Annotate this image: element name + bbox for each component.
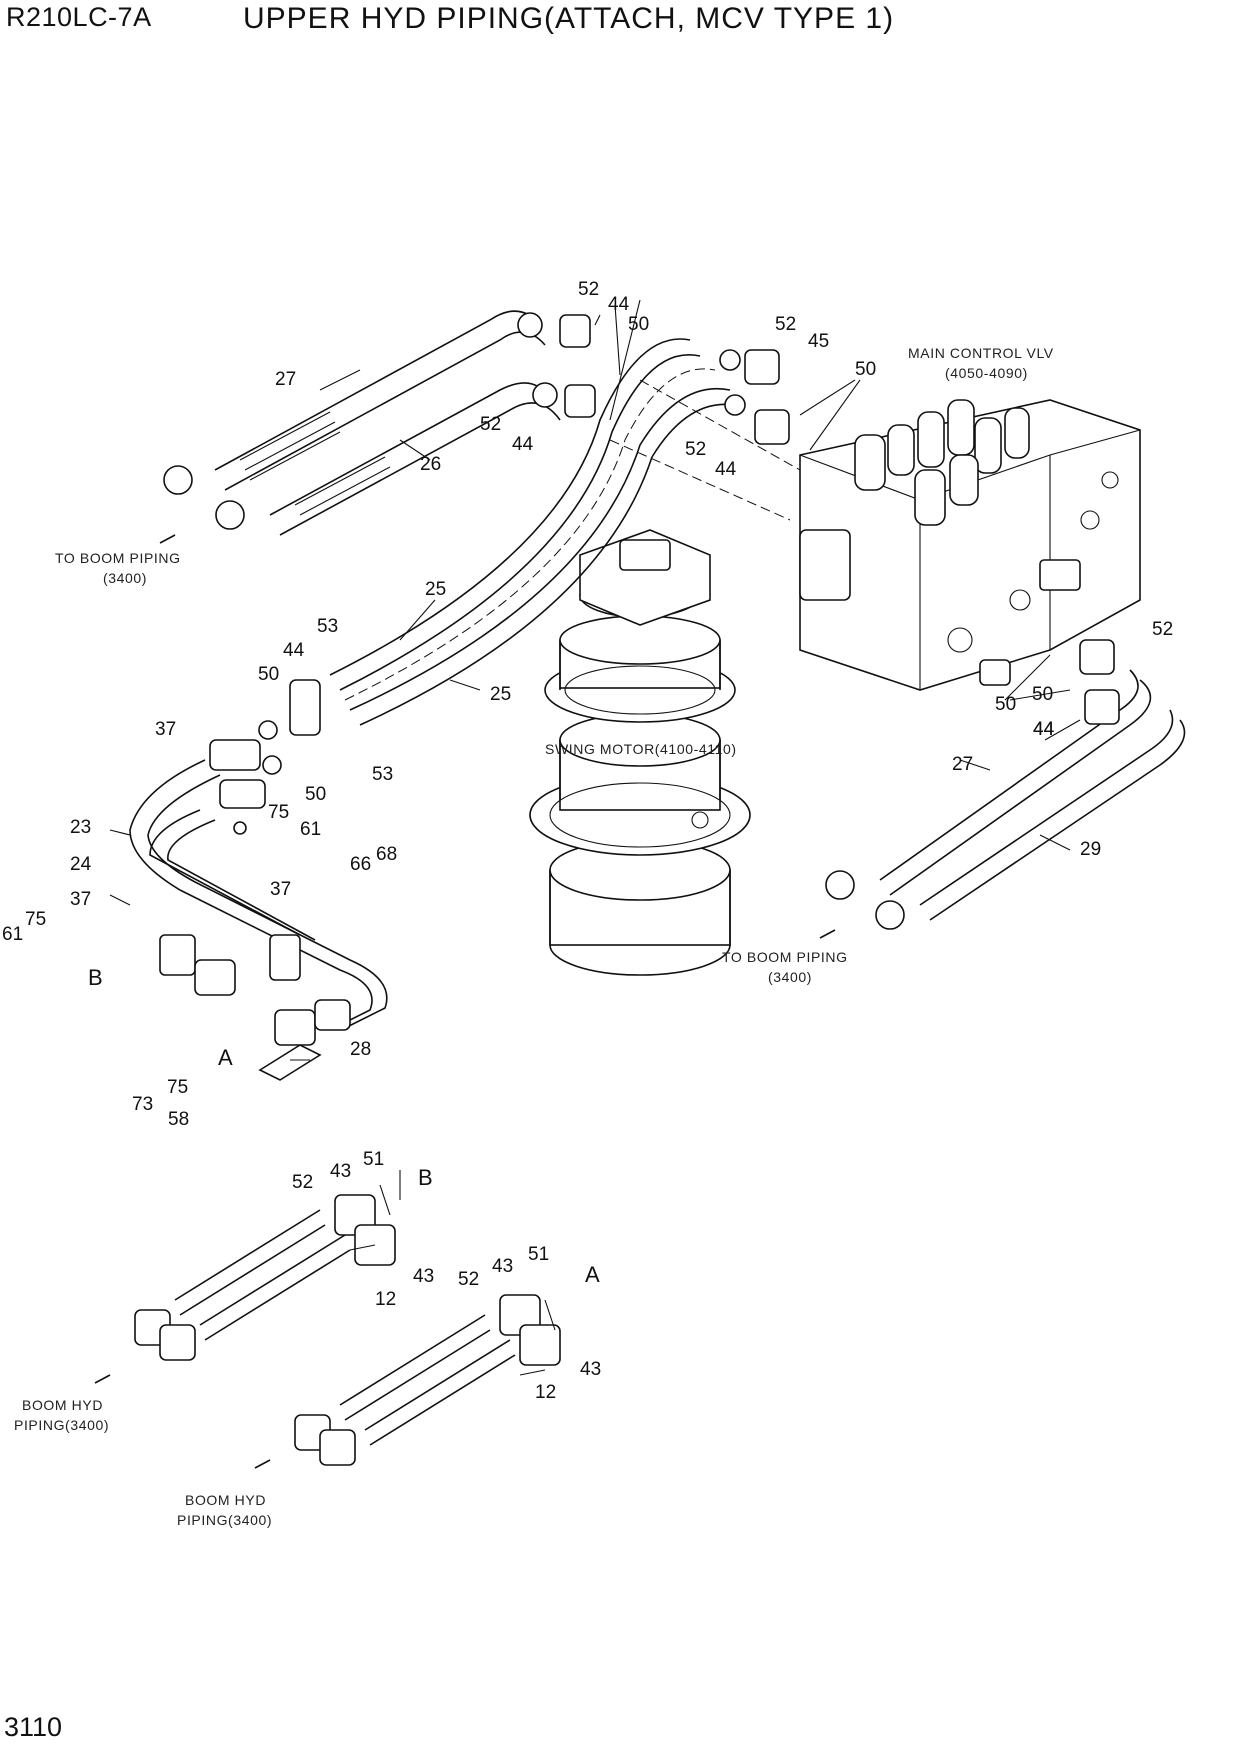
callout: 50: [995, 694, 1016, 715]
callout: 25: [490, 684, 511, 705]
fittings-upper-left: [233, 679, 321, 835]
callout: 75: [268, 802, 289, 823]
callout: 43: [492, 1256, 513, 1277]
caption-boom-hyd-1: BOOM HYD: [22, 1397, 103, 1413]
callout: 52: [480, 414, 501, 435]
callout: 37: [155, 719, 176, 740]
callout: 66: [350, 854, 371, 875]
hoses-25: [329, 338, 790, 726]
arrow-boom-1: [94, 1374, 111, 1384]
arrow-left-upper: [159, 534, 176, 544]
callout: 51: [528, 1244, 549, 1265]
callout: 52: [578, 279, 599, 300]
callout: 73: [132, 1094, 153, 1115]
caption-to-boom-piping-left: TO BOOM PIPING: [55, 550, 181, 566]
callout: 12: [375, 1289, 396, 1310]
callout: 44: [1033, 719, 1055, 740]
callout: 26: [420, 454, 441, 475]
hoses-26-27: [163, 310, 596, 536]
callout: 52: [1152, 619, 1173, 640]
caption-swing-motor: SWING MOTOR(4100-4110): [545, 741, 737, 757]
caption-main-control-vlv: MAIN CONTROL VLV: [908, 345, 1054, 361]
callout: 27: [275, 369, 296, 390]
callout: 50: [258, 664, 279, 685]
boom-hoses-12-lower: [294, 1294, 561, 1466]
arrow-boom-2: [254, 1459, 271, 1469]
caption-to-boom-piping-right-ref: (3400): [768, 969, 812, 985]
callout: 53: [317, 616, 338, 637]
callout: 53: [372, 764, 393, 785]
callout: 75: [25, 909, 46, 930]
callout-letter: A: [585, 1262, 600, 1287]
callout: 50: [628, 314, 649, 335]
caption-to-boom-piping-left-ref: (3400): [103, 570, 147, 586]
callout: 61: [2, 924, 23, 945]
callout: 37: [70, 889, 91, 910]
page-number: 3110: [4, 1712, 63, 1742]
callout: 50: [305, 784, 326, 805]
caption-to-boom-piping-right: TO BOOM PIPING: [722, 949, 848, 965]
callout-letter: B: [418, 1165, 433, 1190]
callout: 52: [775, 314, 796, 335]
callout: 12: [535, 1382, 556, 1403]
callout: 43: [413, 1266, 434, 1287]
callout: 51: [363, 1149, 384, 1170]
swing-motor: [529, 529, 751, 976]
callout: 44: [512, 434, 534, 455]
callout: 52: [292, 1172, 313, 1193]
callout: 58: [168, 1109, 189, 1130]
callout: 24: [70, 854, 92, 875]
callout-letter: A: [218, 1045, 233, 1070]
main-control-valve: [799, 399, 1141, 691]
callout: 45: [808, 331, 829, 352]
hoses-27-29-right: [825, 639, 1186, 930]
callout: 37: [270, 879, 291, 900]
callout: 50: [855, 359, 876, 380]
callout: 52: [685, 439, 706, 460]
callout: 43: [330, 1161, 351, 1182]
callout: 68: [376, 844, 397, 865]
callout: 44: [283, 640, 305, 661]
callout: 44: [715, 459, 737, 480]
callout: 61: [300, 819, 321, 840]
callout-letter: B: [88, 965, 103, 990]
callout: 27: [952, 754, 973, 775]
callout: 75: [167, 1077, 188, 1098]
boom-hoses-12-upper: [134, 1194, 396, 1361]
arrow-right: [819, 929, 836, 939]
callout: 52: [458, 1269, 479, 1290]
caption-boom-hyd-1-ref: PIPING(3400): [14, 1417, 109, 1433]
model-number: R210LC-7A: [6, 2, 152, 32]
pipe-assembly-23-24: [129, 739, 388, 1081]
caption-boom-hyd-2-ref: PIPING(3400): [177, 1512, 272, 1528]
callout: 50: [1032, 684, 1053, 705]
caption-main-control-vlv-ref: (4050-4090): [945, 365, 1028, 381]
callout: 28: [350, 1039, 371, 1060]
page-title: UPPER HYD PIPING(ATTACH, MCV TYPE 1): [243, 2, 895, 35]
callout: 29: [1080, 839, 1101, 860]
callout: 44: [1033, 719, 1055, 740]
callout: 23: [70, 817, 91, 838]
caption-boom-hyd-2: BOOM HYD: [185, 1492, 266, 1508]
callout: 25: [425, 579, 446, 600]
callouts: 52 44 50 27 52 44 26 52 45 50 52 44 25 5…: [2, 279, 1173, 1403]
callout: 43: [580, 1359, 601, 1380]
callout: 44: [608, 294, 630, 315]
